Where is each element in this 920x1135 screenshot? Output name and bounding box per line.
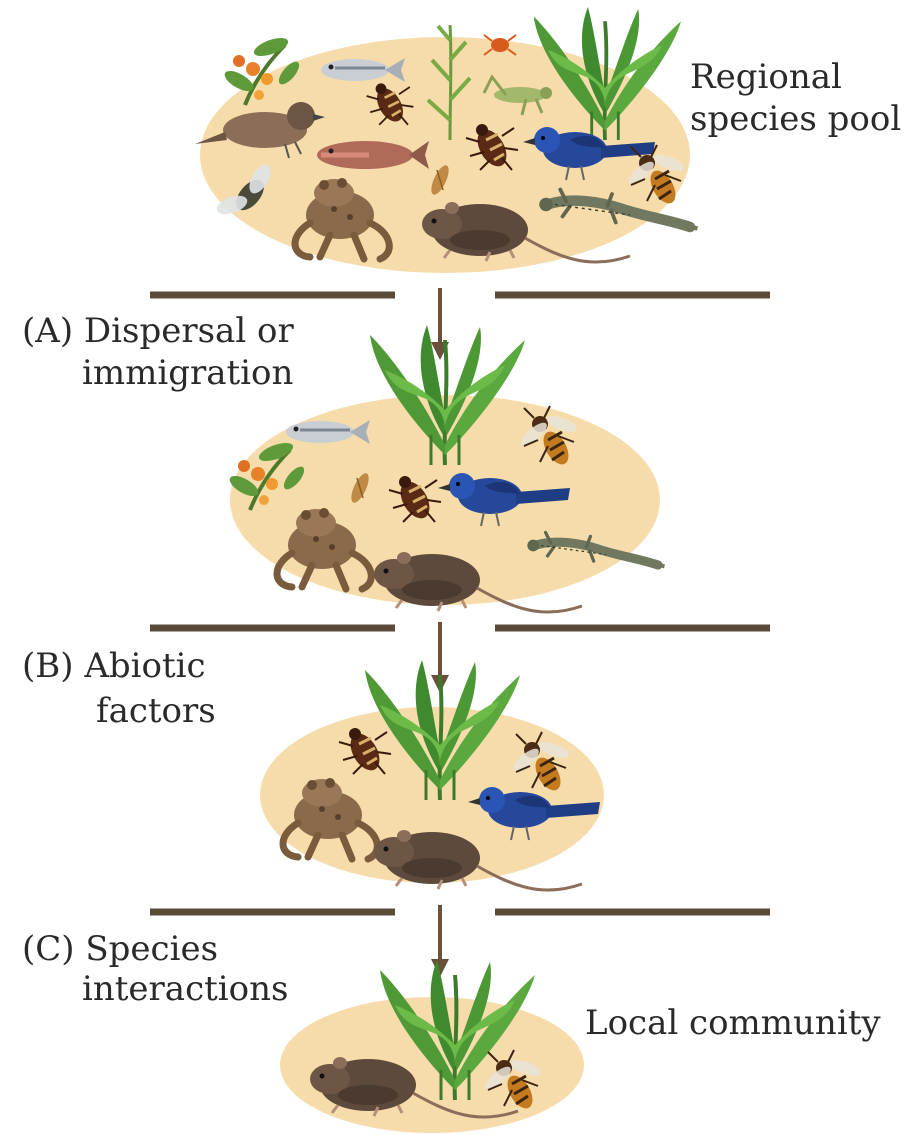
regional-pool-label-line2: species pool (690, 98, 901, 140)
filter-a-label-line2: immigration (82, 352, 293, 394)
arrow-c (431, 905, 449, 977)
local-community-pool (280, 960, 584, 1133)
filter-b-label-line2: factors (96, 690, 216, 732)
filter-c-label-line1: (C) Species (22, 928, 218, 970)
filter-c-label-line2: interactions (82, 968, 288, 1010)
filter-a-label-line1: (A) Dispersal or (22, 310, 294, 352)
filter-b-label-line1: (B) Abiotic (22, 645, 206, 687)
post-abiotic-pool (260, 660, 604, 890)
regional-pool-label-line1: Regional (690, 56, 842, 98)
regional-species-pool (195, 7, 698, 273)
local-community-label: Local community (585, 1002, 881, 1044)
